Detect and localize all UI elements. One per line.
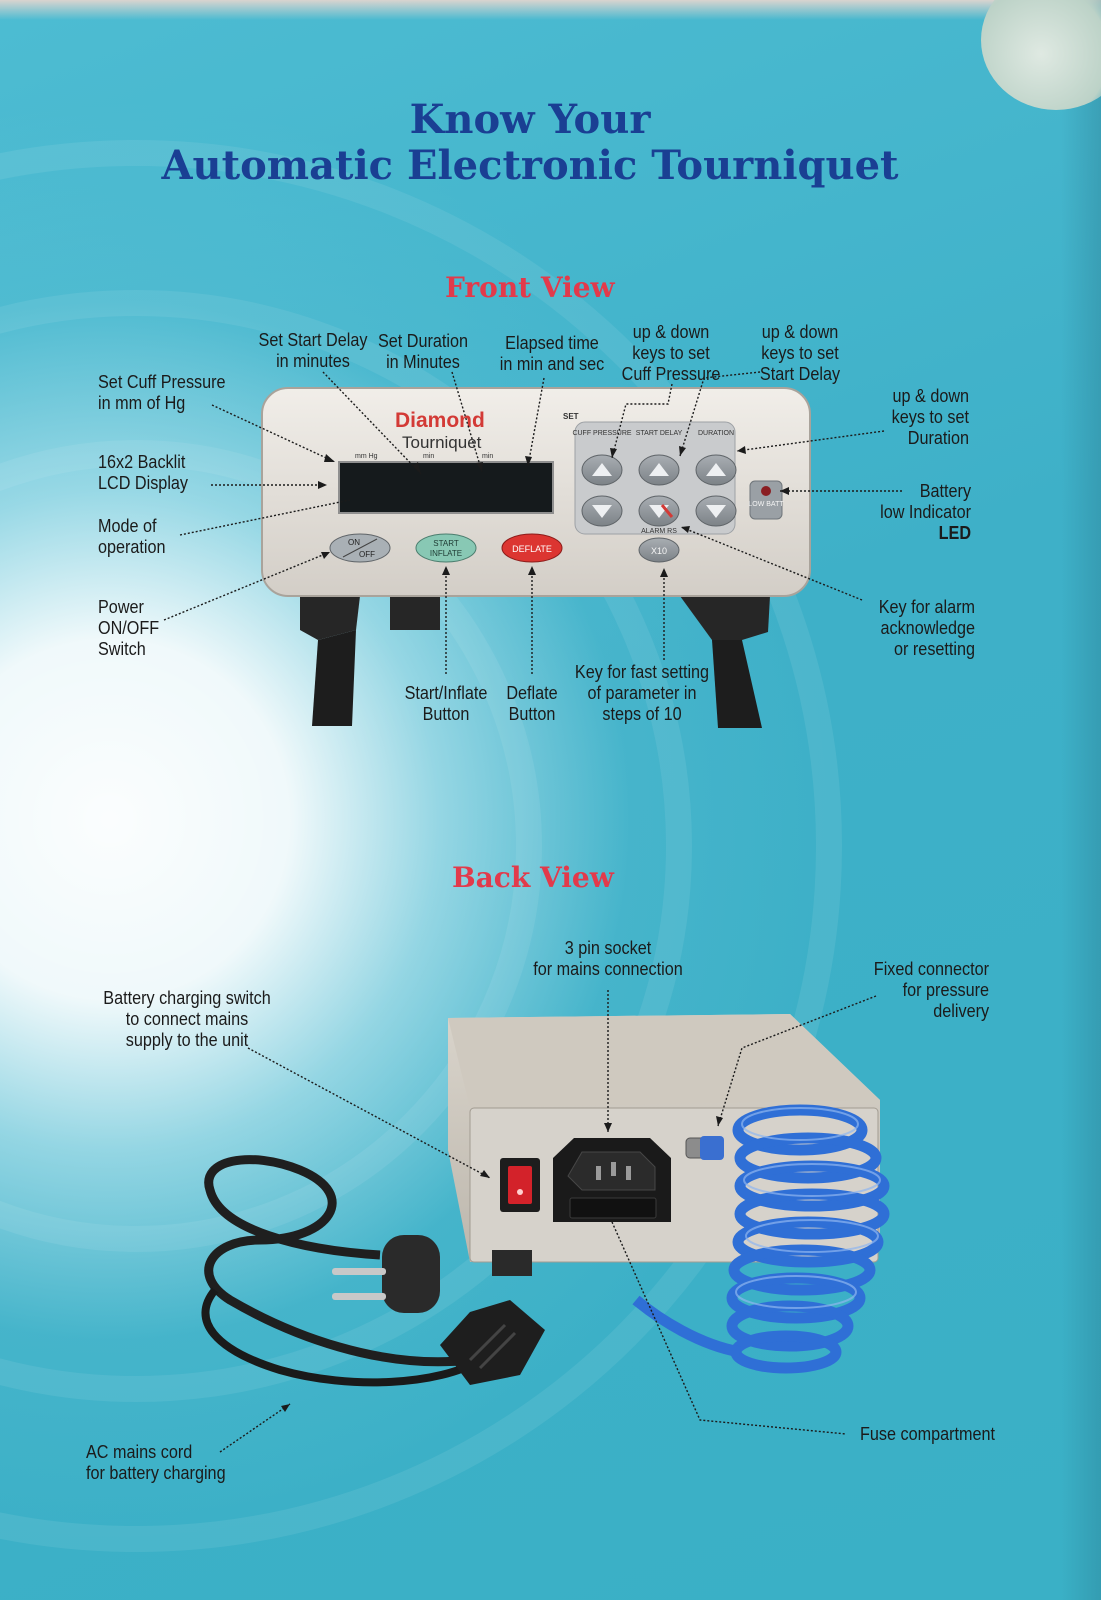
front-view-heading: Front View bbox=[445, 271, 615, 304]
front-leader-lines bbox=[163, 371, 902, 674]
low-batt-label: LOW BATT bbox=[748, 501, 784, 508]
front-device: Diamond Tourniquet mm Hg min min SET CUF… bbox=[261, 387, 811, 728]
fuse-drawer bbox=[569, 1197, 657, 1219]
coiled-hose bbox=[632, 1104, 890, 1374]
key-group-cuff: CUFF PRESSURE bbox=[572, 430, 631, 437]
back-view-heading: Back View bbox=[452, 861, 614, 894]
key-group-duration: DURATION bbox=[698, 430, 734, 437]
alarm-label: ALARM RS bbox=[641, 528, 677, 535]
lcd-unit-min-2: min bbox=[482, 453, 493, 460]
start-inflate-button[interactable]: START INFLATE bbox=[415, 533, 477, 563]
charging-switch[interactable] bbox=[500, 1158, 540, 1212]
on-label: ON bbox=[348, 538, 360, 547]
mains-plug-icon bbox=[332, 1235, 440, 1313]
deflate-label: DEFLATE bbox=[512, 544, 552, 554]
inflate-label: INFLATE bbox=[430, 549, 462, 558]
start-label: START bbox=[433, 539, 459, 548]
label-fuse-compartment: Fuse compartment bbox=[860, 1424, 996, 1444]
x10-button[interactable]: X10 bbox=[638, 537, 680, 563]
set-label: SET bbox=[563, 412, 579, 421]
front-arrowheads bbox=[318, 446, 789, 577]
lcd-unit-min-1: min bbox=[423, 453, 434, 460]
duration-down-key[interactable] bbox=[695, 495, 737, 527]
left-clamp bbox=[300, 596, 360, 640]
back-arrowheads bbox=[281, 1116, 723, 1412]
lcd-display bbox=[338, 461, 554, 514]
off-label: OFF bbox=[359, 550, 375, 559]
cuff-pressure-up-key[interactable] bbox=[581, 454, 623, 486]
title-line-1: Know Your bbox=[409, 96, 651, 143]
brand-name: Diamond bbox=[395, 409, 485, 432]
cuff-pressure-down-key[interactable] bbox=[581, 495, 623, 527]
x10-label: X10 bbox=[651, 546, 667, 556]
power-on-off-button[interactable]: ON OFF bbox=[329, 533, 391, 563]
start-delay-down-key[interactable] bbox=[638, 495, 680, 527]
deflate-button[interactable]: DEFLATE bbox=[501, 533, 563, 563]
back-leader-lines bbox=[219, 990, 877, 1453]
mains-cord bbox=[204, 1155, 471, 1367]
model-name: Tourniquet bbox=[402, 433, 482, 452]
low-battery-led-icon bbox=[761, 486, 771, 496]
low-batt-panel bbox=[749, 480, 783, 520]
title-line-2: Automatic Electronic Tourniquet bbox=[161, 142, 899, 189]
pressure-connector-icon bbox=[685, 1136, 724, 1160]
right-clamp bbox=[680, 596, 770, 640]
key-group-delay: START DELAY bbox=[636, 430, 683, 437]
mains-socket bbox=[553, 1138, 671, 1222]
start-delay-up-key[interactable] bbox=[638, 454, 680, 486]
iec-connector-icon bbox=[440, 1300, 545, 1385]
lcd-unit-mmhg: mm Hg bbox=[355, 453, 378, 460]
duration-up-key[interactable] bbox=[695, 454, 737, 486]
back-device bbox=[201, 1014, 890, 1387]
